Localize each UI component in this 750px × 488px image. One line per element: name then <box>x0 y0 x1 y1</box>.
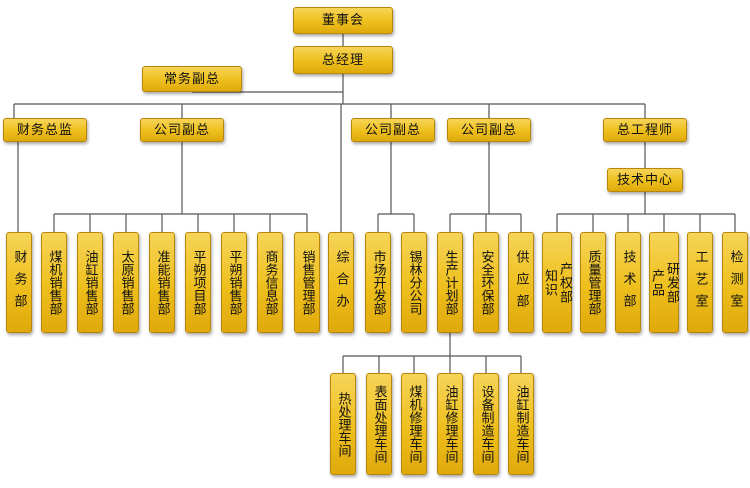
finance-dept-box: 财务部 <box>6 232 32 333</box>
coal-machine-sales-box: 煤机销售部 <box>41 232 67 333</box>
process-room-box: 工艺室 <box>687 232 713 333</box>
vice-president-box-1: 公司副总 <box>140 118 224 142</box>
business-info-box: 商务信息部 <box>257 232 283 333</box>
testing-room-box: 检测室 <box>722 232 748 333</box>
general-manager-box: 总经理 <box>293 46 393 74</box>
intellectual-property-box: 知识 产权部 <box>542 232 572 333</box>
cfo-box: 财务总监 <box>3 118 87 142</box>
general-office-box: 综合办 <box>328 232 354 333</box>
supply-dept-box: 供应部 <box>508 232 534 333</box>
cylinder-manufacturing-workshop-box: 油缸制造车间 <box>508 373 534 475</box>
sales-management-box: 销售管理部 <box>294 232 320 333</box>
chief-engineer-box: 总工程师 <box>603 118 687 142</box>
board-of-directors-box: 董事会 <box>293 7 393 34</box>
heat-treatment-workshop-box: 热处理车间 <box>330 373 356 475</box>
tech-center-box: 技术中心 <box>607 168 683 192</box>
taiyuan-sales-box: 太原销售部 <box>113 232 139 333</box>
product-rnd-col1: 产品 <box>649 268 664 297</box>
cylinder-sales-box: 油缸销售部 <box>77 232 103 333</box>
intellectual-property-col1: 知识 <box>542 268 557 297</box>
vice-president-box-3: 公司副总 <box>447 118 531 142</box>
executive-vp-box: 常务副总 <box>142 66 242 92</box>
surface-treatment-workshop-box: 表面处理车间 <box>366 373 392 475</box>
safety-environment-box: 安全环保部 <box>473 232 499 333</box>
coal-machine-repair-workshop-box: 煤机修理车间 <box>401 373 427 475</box>
product-rnd-col2: 研发部 <box>664 261 679 304</box>
zhunneng-sales-box: 准能销售部 <box>149 232 175 333</box>
market-development-box: 市场开发部 <box>365 232 391 333</box>
product-rnd-box: 产品 研发部 <box>649 232 679 333</box>
pingshuo-sales-box: 平朔销售部 <box>221 232 247 333</box>
pingshuo-project-box: 平朔项目部 <box>185 232 211 333</box>
quality-management-box: 质量管理部 <box>580 232 606 333</box>
equipment-manufacturing-workshop-box: 设备制造车间 <box>473 373 499 475</box>
production-planning-box: 生产计划部 <box>437 232 463 333</box>
xilin-branch-box: 锡林分公司 <box>401 232 427 333</box>
vice-president-box-2: 公司副总 <box>351 118 435 142</box>
cylinder-repair-workshop-box: 油缸修理车间 <box>437 373 463 475</box>
technology-dept-box: 技术部 <box>615 232 641 333</box>
intellectual-property-col2: 产权部 <box>557 261 572 304</box>
